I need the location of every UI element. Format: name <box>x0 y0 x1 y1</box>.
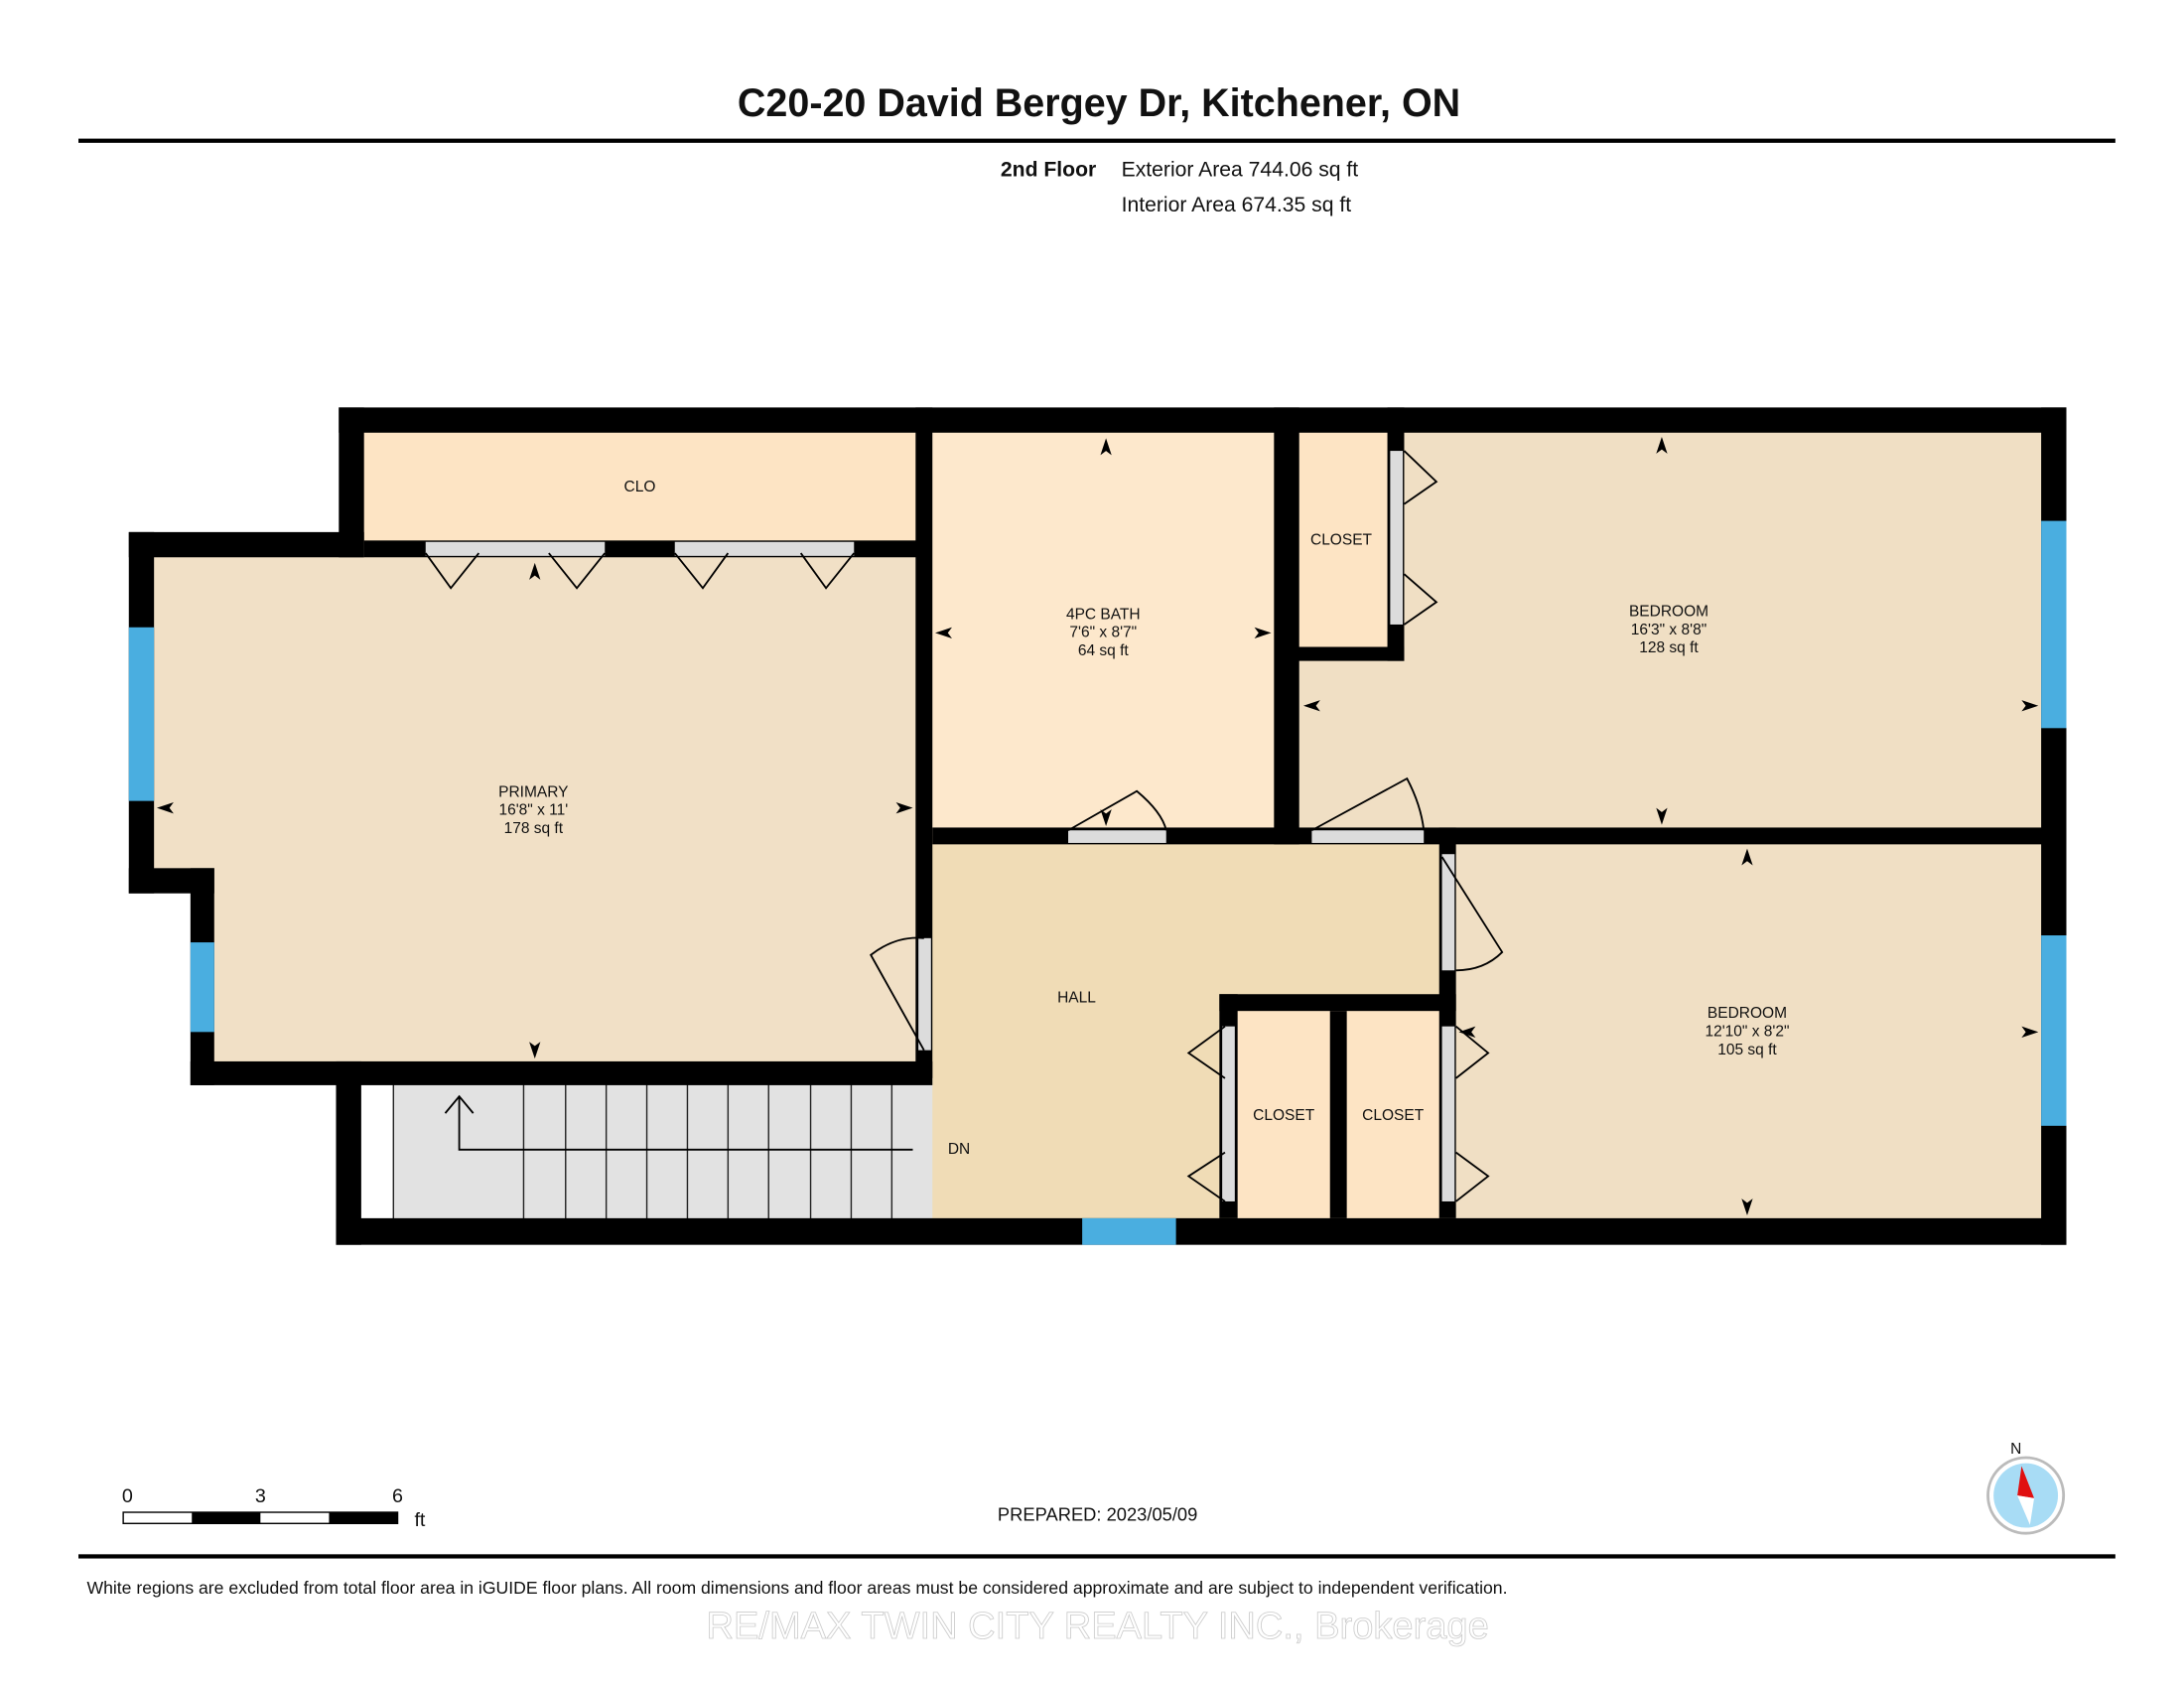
room-area-bedroom-1: 128 sq ft <box>1639 639 1699 656</box>
scale-tick-3: 3 <box>255 1485 266 1507</box>
scale-unit: ft <box>414 1509 425 1531</box>
room-label-hall: HALL <box>1057 990 1096 1007</box>
room-closet-top <box>1288 427 1398 654</box>
room-dims-bath: 7'6" x 8'7" <box>1069 625 1137 641</box>
page-title: C20-20 David Bergey Dr, Kitchener, ON <box>738 81 1460 125</box>
room-closet-b <box>1338 1002 1448 1225</box>
room-clo <box>355 427 923 554</box>
room-bath <box>923 427 1282 838</box>
arrowhead-icon <box>444 1094 475 1114</box>
floor-plan: CLO 4PC BATH 7'6" x 8'7" 64 sq ft CLOSET… <box>128 407 2067 1245</box>
room-hall <box>923 835 1448 1225</box>
scale-tick-0: 0 <box>122 1485 133 1507</box>
prepared-date: PREPARED: 2023/05/09 <box>998 1503 1197 1524</box>
room-label-closet-top: CLOSET <box>1310 532 1373 549</box>
room-bedroom-2 <box>1447 835 2047 1225</box>
room-label-closet-b: CLOSET <box>1362 1107 1425 1124</box>
footer-rule <box>78 1554 2116 1559</box>
room-label-primary: PRIMARY <box>498 783 568 800</box>
room-label-bath: 4PC BATH <box>1066 606 1141 623</box>
dimension-markers <box>156 436 2039 1216</box>
floor-name: 2nd Floor <box>1001 159 1096 182</box>
room-area-bath: 64 sq ft <box>1078 642 1130 659</box>
room-area-primary: 178 sq ft <box>504 820 564 837</box>
room-dims-bedroom-2: 12'10" x 8'2" <box>1705 1024 1789 1041</box>
room-label-closet-a: CLOSET <box>1253 1107 1315 1124</box>
room-bedroom-1 <box>1288 427 2047 836</box>
room-closet-a <box>1229 1002 1339 1225</box>
exterior-area: Exterior Area 744.06 sq ft <box>1122 159 1359 182</box>
scale-tick-6: 6 <box>392 1485 403 1507</box>
windows <box>128 520 2067 1245</box>
disclaimer: White regions are excluded from total fl… <box>86 1578 1507 1598</box>
compass-north-label: N <box>2010 1441 2021 1458</box>
header-rule <box>78 138 2116 143</box>
door-openings <box>425 451 1455 1201</box>
interior-area: Interior Area 674.35 sq ft <box>1122 194 1352 216</box>
room-dims-primary: 16'8" x 11' <box>498 802 568 819</box>
compass-icon: N <box>1986 1441 2066 1535</box>
stairs-down-label: DN <box>948 1141 970 1158</box>
room-area-bedroom-2: 105 sq ft <box>1717 1042 1777 1058</box>
excluded-region <box>360 1069 394 1224</box>
room-dims-bedroom-1: 16'3" x 8'8" <box>1631 622 1706 638</box>
scale-bar: 0 3 6 ft <box>122 1485 426 1531</box>
room-label-clo: CLO <box>624 479 656 495</box>
room-label-bedroom-1: BEDROOM <box>1629 603 1708 620</box>
door-swings <box>424 450 1504 1202</box>
brokerage-watermark: RE/MAX TWIN CITY REALTY INC., Brokerage <box>707 1606 1489 1647</box>
walls <box>128 407 2067 1245</box>
room-label-bedroom-2: BEDROOM <box>1707 1005 1787 1022</box>
room-primary <box>147 548 924 1067</box>
stair-direction-arrow <box>458 1096 913 1151</box>
